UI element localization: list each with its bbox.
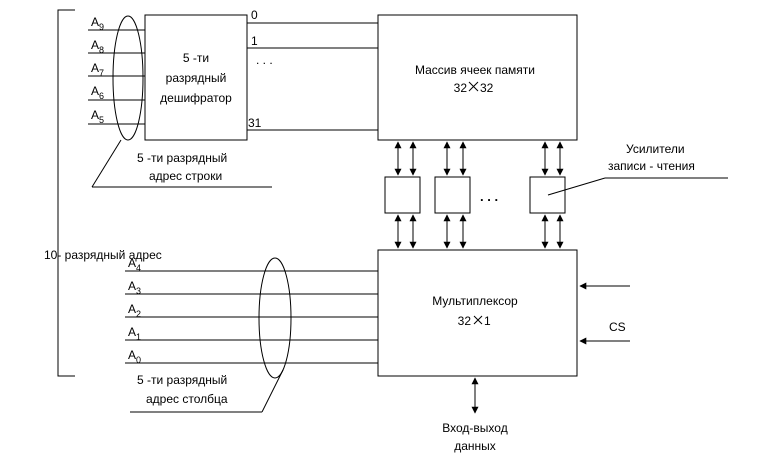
decoder-output-last: 31: [248, 116, 262, 130]
row-callout-line: [91, 139, 122, 188]
col-callout-line: [261, 369, 284, 413]
memory-array-label: Массив ячеек памяти: [415, 63, 535, 77]
multiplexer-box: [377, 249, 578, 377]
col-input-label: A1: [128, 325, 141, 342]
io-label: Вход-выход: [442, 421, 507, 435]
row-input-label: A7: [91, 61, 104, 78]
col-input-label: A3: [128, 279, 141, 296]
col-input-label: A2: [128, 302, 141, 319]
amplifiers-label: записи - чтения: [608, 159, 695, 173]
decoder-output-first: 0: [251, 8, 258, 22]
amplifiers-label: Усилители: [626, 142, 685, 156]
multiplexer-size-label: 32 1: [458, 314, 491, 328]
address-label: 10- разрядный адрес: [44, 248, 162, 262]
amplifier-box: [529, 176, 566, 214]
amplifiers-callout-line: [547, 177, 606, 196]
decoder-label: дешифратор: [160, 91, 232, 105]
row-address-label: 5 -ти разрядный: [137, 151, 227, 165]
svg-text:32: 32: [454, 81, 468, 95]
multiplexer-label: Мультиплексор: [432, 294, 518, 308]
decoder-label: разрядный: [166, 71, 227, 85]
svg-text:32: 32: [458, 314, 472, 328]
io-label: данных: [454, 439, 496, 453]
col-bus-ellipse: [258, 257, 292, 379]
row-input-label: A9: [91, 15, 104, 32]
decoder-box: [144, 14, 248, 141]
row-bus-ellipse: [112, 15, 144, 141]
memory-size-label: 32 32: [454, 81, 494, 95]
amplifier-dots: . . .: [480, 189, 498, 204]
decoder-output-lines: [247, 22, 378, 131]
memory-amp-arrows: [394, 141, 564, 176]
col-input-label: A4: [128, 256, 141, 273]
col-input-lines: [125, 270, 378, 364]
col-address-label: 5 -ти разрядный: [137, 373, 227, 387]
amp-mux-arrows: [394, 214, 564, 249]
col-address-label: адрес столбца: [146, 392, 228, 406]
row-input-lines: [88, 29, 145, 125]
amplifier-box: [434, 176, 471, 214]
cs-label: CS: [609, 320, 626, 334]
row-input-label: A8: [91, 38, 104, 55]
decoder-label: 5 -ти: [183, 51, 209, 65]
row-input-labels: A9 A8 A7 A6 A5: [91, 15, 104, 125]
col-input-labels: A4 A3 A2 A1 A0: [128, 256, 141, 365]
address-bracket: [57, 9, 75, 377]
svg-text:1: 1: [484, 314, 491, 328]
row-address-label: адрес строки: [149, 169, 222, 183]
row-input-label: A5: [91, 108, 104, 125]
decoder-output-second: 1: [251, 34, 258, 48]
svg-text:32: 32: [480, 81, 494, 95]
row-input-label: A6: [91, 84, 104, 101]
memory-array-box: [377, 14, 578, 141]
amplifier-box: [384, 176, 421, 214]
decoder-output-dots: . . .: [256, 53, 273, 67]
col-input-label: A0: [128, 348, 141, 365]
